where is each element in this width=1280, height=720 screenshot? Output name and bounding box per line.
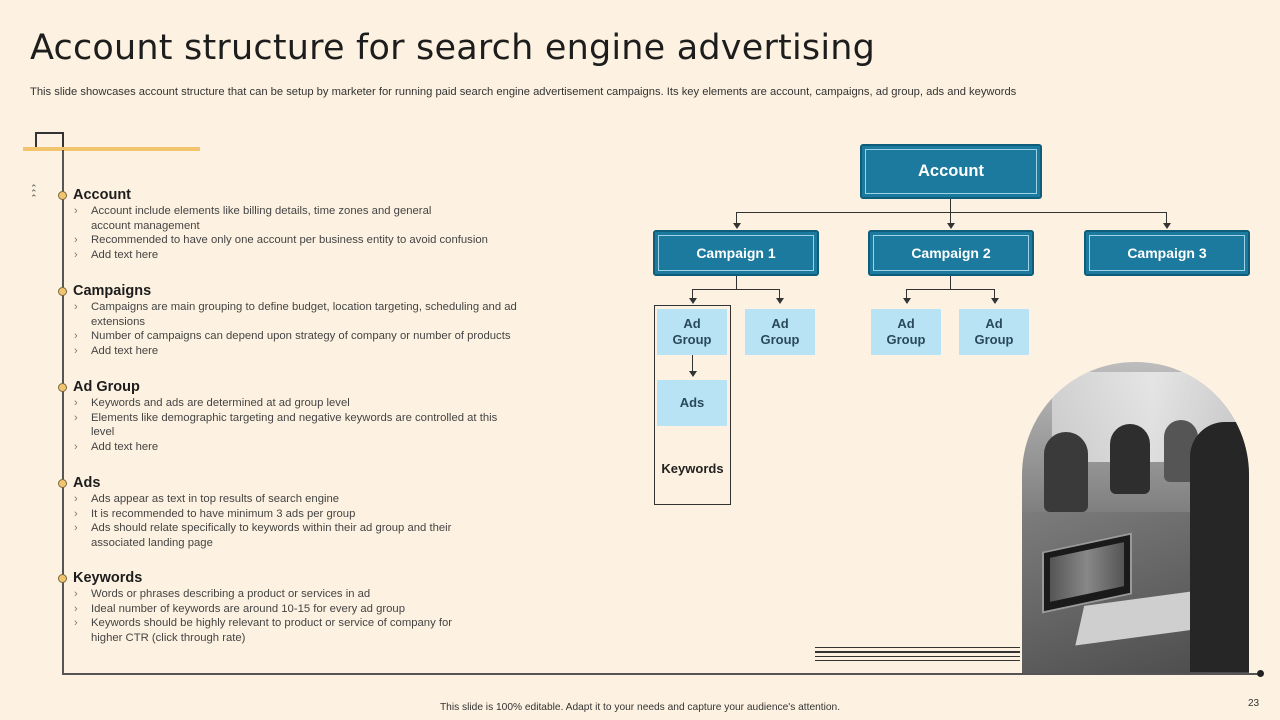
keywords-frame [654, 305, 731, 505]
connector-line [779, 289, 781, 299]
campaign-box-2: Campaign 2 [868, 230, 1034, 276]
arrow-down-icon [990, 298, 999, 304]
arrow-down-icon [688, 371, 697, 377]
bullet-list: Ads appear as text in top results of sea… [73, 492, 553, 550]
bullet-item: Add text here [73, 440, 553, 455]
bullet-item: Keywords and ads are determined at ad gr… [73, 396, 553, 411]
connector-line [692, 355, 694, 372]
arrow-down-icon [946, 223, 955, 229]
campaign-box-3: Campaign 3 [1084, 230, 1250, 276]
bullet-item: Ideal number of keywords are around 10-1… [73, 602, 553, 617]
connector-line [994, 289, 996, 299]
section-campaigns: Campaigns Campaigns are main grouping to… [58, 283, 553, 358]
bullet-item: Campaigns are main grouping to define bu… [73, 300, 543, 329]
section-heading: Keywords [73, 570, 143, 586]
bullet-list: Words or phrases describing a product or… [73, 587, 553, 645]
section-ad-group: Ad Group Keywords and ads are determined… [58, 379, 553, 454]
account-box: Account [860, 144, 1042, 199]
meeting-photo [1022, 362, 1249, 673]
bottom-line [62, 673, 1260, 675]
connector-line [692, 289, 694, 299]
section-account: Account Account include elements like bi… [58, 187, 553, 262]
section-keywords: Keywords Words or phrases describing a p… [58, 570, 553, 645]
bullet-item: Account include elements like billing de… [73, 204, 453, 233]
bullet-item: Keywords should be highly relevant to pr… [73, 616, 483, 645]
bullet-item: Words or phrases describing a product or… [73, 587, 553, 602]
slide-subtitle: This slide showcases account structure t… [30, 86, 1017, 98]
timeline-dot [58, 383, 67, 392]
connector-line [736, 276, 738, 289]
timeline-dot [58, 479, 67, 488]
chevrons-up-icon: ⌃⌃⌃ [30, 183, 38, 203]
section-heading: Ads [73, 475, 101, 491]
section-heading: Ad Group [73, 379, 140, 395]
page-number: 23 [1248, 698, 1260, 709]
frame-line-left [35, 132, 37, 149]
bullet-list: Account include elements like billing de… [73, 204, 553, 262]
bullet-item: Recommended to have only one account per… [73, 233, 553, 248]
arrow-down-icon [902, 298, 911, 304]
frame-line-right [62, 132, 64, 149]
section-heading: Campaigns [73, 283, 152, 299]
section-ads: Ads Ads appear as text in top results of… [58, 475, 553, 550]
frame-line-top [35, 132, 63, 134]
arrow-down-icon [688, 298, 697, 304]
arrow-down-icon [732, 223, 741, 229]
connector-line [950, 199, 952, 212]
bullet-list: Campaigns are main grouping to define bu… [73, 300, 553, 358]
accent-bar [23, 147, 200, 151]
bullet-item: Add text here [73, 344, 553, 359]
bottom-line-dot [1257, 670, 1264, 677]
decorative-stripes [815, 647, 1020, 665]
campaign-box-1: Campaign 1 [653, 230, 819, 276]
timeline-dot [58, 574, 67, 583]
connector-line [692, 289, 780, 291]
bullet-item: Ads appear as text in top results of sea… [73, 492, 553, 507]
keywords-label: Keywords [661, 461, 724, 476]
bullet-item: Number of campaigns can depend upon stra… [73, 329, 553, 344]
slide-title: Account structure for search engine adve… [30, 28, 876, 68]
bullet-item: Ads should relate specifically to keywor… [73, 521, 483, 550]
bullet-item: Add text here [73, 248, 553, 263]
arrow-down-icon [1162, 223, 1171, 229]
bullet-item: Elements like demographic targeting and … [73, 411, 498, 440]
timeline-dot [58, 287, 67, 296]
connector-line [736, 212, 738, 224]
timeline-dot [58, 191, 67, 200]
arrow-down-icon [775, 298, 784, 304]
bullet-item: It is recommended to have minimum 3 ads … [73, 507, 553, 522]
connector-line [950, 212, 952, 224]
ads-box: Ads [657, 380, 727, 426]
connector-line [1166, 212, 1168, 224]
connector-line [906, 289, 908, 299]
section-heading: Account [73, 187, 131, 203]
connector-line [950, 276, 952, 289]
connector-line [906, 289, 995, 291]
bullet-list: Keywords and ads are determined at ad gr… [73, 396, 553, 454]
connector-line [736, 212, 1167, 214]
timeline-line [62, 150, 64, 674]
footer-note: This slide is 100% editable. Adapt it to… [439, 702, 841, 713]
